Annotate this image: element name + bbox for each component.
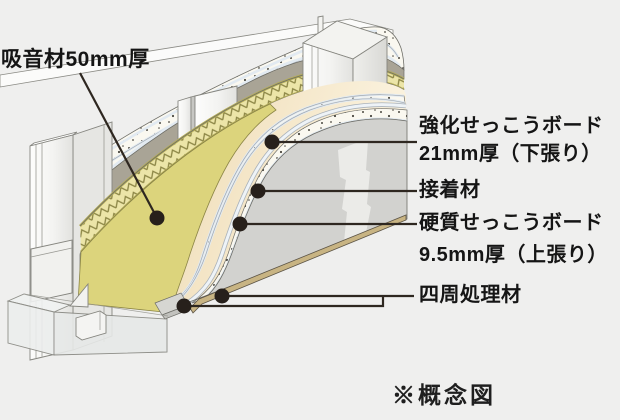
leader-lines (79, 72, 417, 314)
corner-clip (69, 282, 107, 341)
label-hard-board-line1: 硬質せっこうボード (419, 212, 604, 234)
label-reinforced-board-line1: 強化せっこうボード (419, 115, 604, 137)
callout-dot-absorber (149, 210, 165, 226)
overlay-board-face (203, 118, 408, 300)
leader-line-absorber (79, 72, 158, 219)
leader-line-perimeter-lower (184, 297, 385, 308)
label-hard-board-line2: 9.5mm厚（上張り） (419, 244, 608, 266)
callout-dot-adhesive (250, 183, 266, 199)
callout-dot-hard-board (232, 216, 248, 232)
label-adhesive: 接着材 (419, 179, 481, 201)
glare-highlight (338, 141, 371, 244)
underlay-board-cross-section (159, 93, 406, 311)
callout-dot-reinforced-board (264, 134, 280, 150)
label-absorber: 吸音材50mm厚 (1, 48, 150, 71)
callout-dot-perimeter-lower (176, 298, 192, 314)
callout-dot-perimeter-upper (214, 288, 230, 304)
insulation-face (77, 103, 277, 313)
label-perimeter: 四周処理材 (419, 284, 522, 306)
label-reinforced-board-line2: 21mm厚（下張り） (419, 143, 602, 165)
caption-concept-note: ※概念図 (392, 383, 496, 408)
adhesive-layer (184, 102, 407, 306)
